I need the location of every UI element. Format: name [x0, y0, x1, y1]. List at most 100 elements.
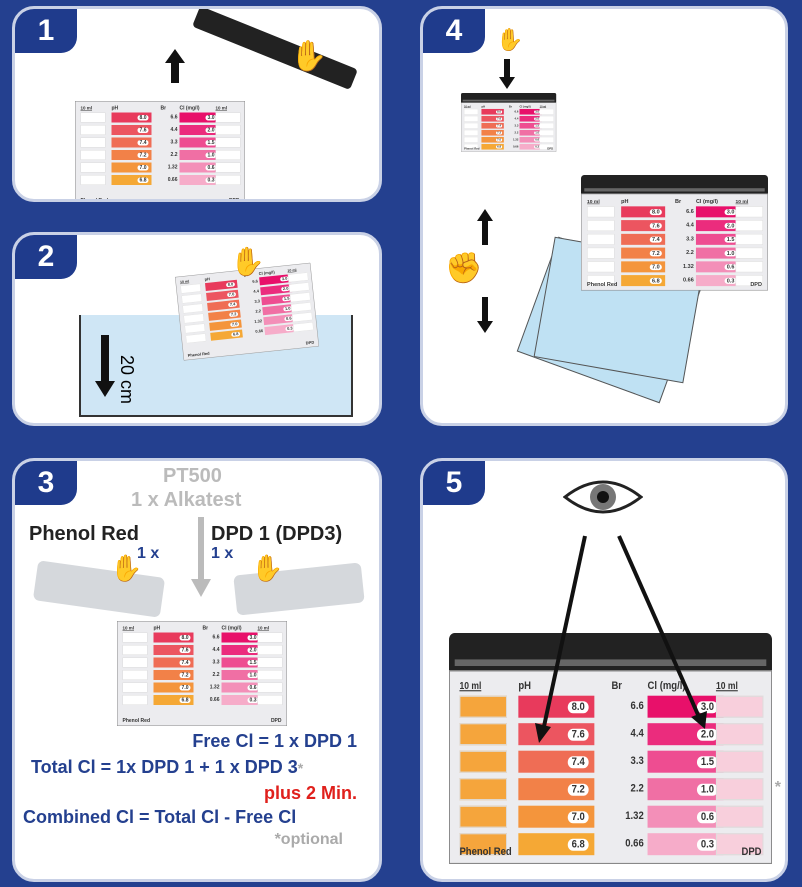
ph-color-bar-value: 7.4: [496, 124, 503, 128]
cl-color-bar-value: 1.5: [205, 139, 217, 146]
br-value: 0.66: [683, 277, 694, 284]
cl-color-bar-value: 0.6: [205, 164, 217, 171]
ph-header: pH: [111, 105, 119, 112]
phenol-red-label: Phenol Red: [80, 198, 109, 202]
cl-color-bar-value: 1.0: [534, 131, 541, 135]
step-2-badge: 2: [15, 235, 77, 279]
arrow-down-icon: [95, 335, 115, 397]
comparator-lid: [581, 175, 768, 194]
phenol-red-label: Phenol Red: [464, 147, 480, 151]
ph-color-bar: 6.8: [111, 175, 152, 185]
sample-tube-cell: [257, 682, 283, 693]
ph-color-bar-value: 7.6: [179, 647, 191, 653]
cl-color-bar: 1.5: [221, 657, 262, 668]
ph-color-bar: 8.0: [481, 108, 504, 115]
cl-header: Cl (mg/l): [695, 198, 718, 205]
ph-color-bar: 6.8: [621, 275, 666, 287]
arrow-down-gray-icon: [191, 517, 211, 597]
ph-color-bar: 7.2: [518, 778, 595, 801]
cl-color-bar-value: 0.3: [697, 838, 718, 851]
sample-tube-cell: [215, 112, 241, 123]
cl-color-bar: 1.0: [519, 129, 542, 136]
cl-color-bar: 1.0: [221, 670, 262, 680]
cl-color-bar: 0.3: [264, 323, 297, 336]
cl-color-bar: 0.6: [647, 805, 724, 828]
dpd-reagent: DPD 1 (DPD3): [211, 523, 343, 545]
ph-color-bar-value: 7.2: [496, 131, 503, 135]
ph-color-bar-value: 7.2: [179, 672, 191, 678]
ph-color-bar-value: 6.8: [649, 277, 662, 284]
cl-header: Cl (mg/l): [179, 105, 200, 112]
sample-tube-cell: [464, 115, 479, 122]
sample-tube-cell: [587, 247, 615, 259]
cl-color-bar-value: 1.5: [247, 659, 259, 666]
ph-color-bar-value: 8.0: [567, 700, 589, 713]
sample-tube-cell: [122, 682, 148, 693]
dpd-label: DPD: [547, 147, 554, 151]
ph-color-bar-value: 7.0: [179, 684, 191, 691]
sample-tube-cell: [539, 115, 554, 122]
dpd-label: DPD: [305, 340, 315, 346]
cl-color-bar: 1.0: [179, 150, 220, 160]
sample-tube-cell: [464, 136, 479, 143]
ph-color-bar: 7.6: [111, 125, 152, 135]
cl-color-bar-value: 0.3: [247, 697, 259, 703]
sample-tube-cell: [715, 750, 764, 773]
dpd-label: DPD: [750, 281, 762, 288]
cl-color-bar: 2.0: [647, 723, 724, 746]
br-value: 1.32: [625, 810, 644, 823]
comparator-lid: [449, 633, 772, 671]
sight-lines: [535, 535, 707, 743]
gloved-hand-icon: ✋: [110, 553, 143, 583]
phenol-red-reagent: Phenol Red: [29, 523, 140, 545]
ph-color-bar: 7.4: [621, 233, 666, 245]
br-value: 0.66: [255, 328, 264, 335]
sample-tube-cell: [735, 261, 764, 273]
ph-color-bar-value: 8.0: [496, 110, 503, 114]
sample-tube-cell: [257, 632, 283, 643]
sample-tube-cell: [715, 833, 764, 856]
left-volume-label: 10 ml: [587, 198, 600, 205]
sample-tube-cell: [184, 323, 206, 334]
cl-color-bar-value: 0.6: [724, 263, 737, 270]
ph-color-bar-value: 7.6: [226, 291, 237, 298]
step-3-badge: 3: [15, 461, 77, 505]
cl-color-bar-value: 3.0: [205, 114, 217, 121]
combined-cl-formula: Combined Cl = Total Cl - Free Cl: [23, 807, 297, 827]
sample-tube-cell: [587, 206, 615, 218]
sample-tube-cell: [735, 275, 764, 287]
left-volume-label: 10 ml: [459, 680, 482, 692]
left-tube-column: 10 ml: [464, 105, 479, 151]
cl-color-bar-value: 2.0: [205, 127, 217, 133]
cl-header: Cl (mg/l): [647, 680, 686, 693]
cl-color-bar: 0.3: [519, 143, 542, 150]
br-value: 2.2: [255, 309, 262, 314]
br-header: Br: [202, 625, 209, 632]
cl-color-bar: 2.0: [221, 645, 262, 655]
ph-color-bar: 8.0: [518, 695, 595, 718]
br-header: Br: [675, 198, 682, 205]
sample-tube-cell: [183, 313, 205, 324]
optional-mark: *: [774, 779, 781, 796]
cl-color-bar: 2.0: [519, 115, 542, 122]
cl-color-bar-value: 2.0: [697, 728, 718, 741]
ph-color-bar-value: 8.0: [225, 281, 236, 288]
br-value: 4.4: [253, 289, 260, 295]
cl-color-bar: 3.0: [519, 108, 542, 115]
sample-tube-cell: [587, 275, 615, 287]
br-value: 4.4: [686, 222, 694, 229]
pt500-label: PT500: [163, 465, 222, 487]
right-tube-column: 10 ml: [215, 106, 241, 188]
sample-tube-cell: [215, 137, 241, 148]
ph-color-bar: 7.4: [153, 657, 194, 668]
ph-color-bar-value: 7.6: [649, 222, 662, 229]
eye-icon: [563, 480, 643, 514]
ph-color-bar: 7.0: [481, 136, 504, 143]
right-volume-label: 10 ml: [257, 625, 270, 631]
ph-color-bar: 8.0: [111, 112, 152, 123]
ph-color-bar: 7.0: [153, 682, 194, 693]
